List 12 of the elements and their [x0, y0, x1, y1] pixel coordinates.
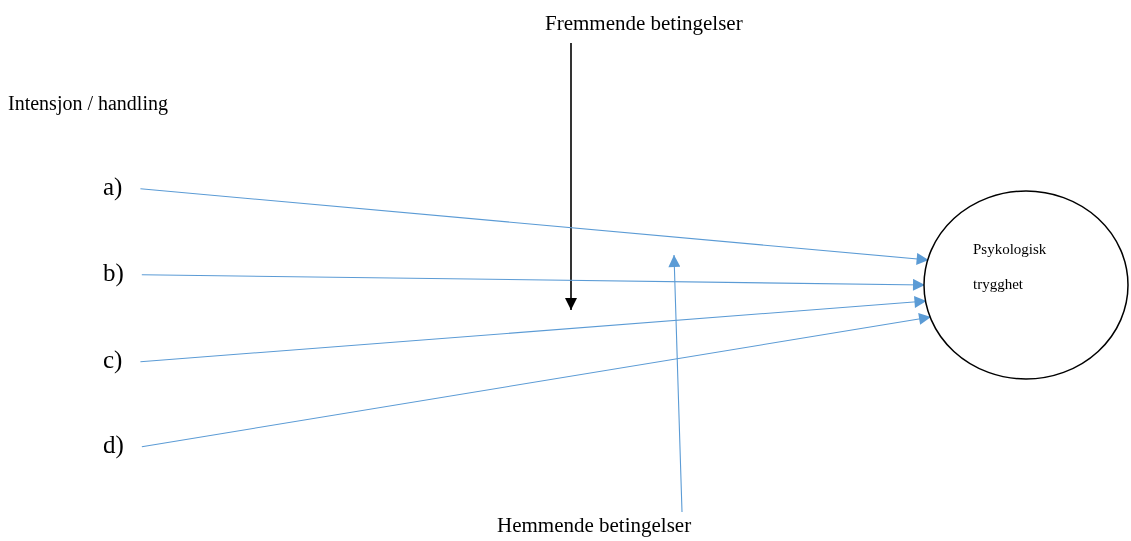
condition-label: Hemmende betingelser [497, 514, 692, 538]
item-letter: c) [103, 346, 123, 374]
arrow [141, 313, 932, 448]
arrow [668, 254, 683, 513]
outcome-label: Psykologisk trygghet [973, 240, 1048, 294]
arrow [565, 42, 577, 311]
item-letter: d) [103, 431, 124, 459]
outcome-ellipse [923, 190, 1129, 380]
item-letter: a) [103, 173, 123, 201]
item-letter: b) [103, 259, 124, 287]
column-heading: Intensjon / handling [8, 92, 168, 114]
condition-label: Fremmende betingelser [545, 12, 743, 36]
